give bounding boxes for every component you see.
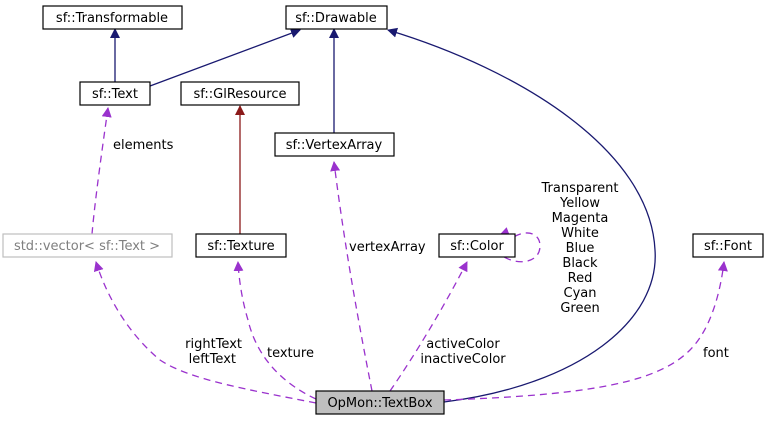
edge-textbox-to-drawable	[387, 27, 656, 403]
label-black: Black	[562, 256, 598, 271]
edge-color-self	[503, 232, 541, 263]
label-red: Red	[568, 271, 593, 286]
node-glresource[interactable]: sf::GlResource	[180, 81, 300, 106]
node-textbox[interactable]: OpMon::TextBox	[315, 390, 445, 415]
label-font: font	[703, 346, 729, 361]
label-blue: Blue	[566, 241, 595, 256]
node-font[interactable]: sf::Font	[692, 233, 764, 258]
node-drawable-label: sf::Drawable	[295, 11, 376, 26]
node-transformable[interactable]: sf::Transformable	[42, 5, 183, 30]
edge-textbox-to-font	[443, 261, 728, 401]
edge-textbox-to-vertexarray	[330, 161, 373, 392]
node-vertexarray[interactable]: sf::VertexArray	[274, 132, 395, 157]
label-green: Green	[560, 301, 599, 316]
node-vertexarray-label: sf::VertexArray	[286, 138, 383, 153]
edge-text-to-drawable	[149, 28, 301, 87]
node-color[interactable]: sf::Color	[438, 233, 516, 258]
node-drawable[interactable]: sf::Drawable	[285, 5, 388, 30]
label-vertexarray: vertexArray	[349, 240, 426, 255]
node-texture-label: sf::Texture	[207, 239, 274, 254]
label-magenta: Magenta	[552, 211, 609, 226]
node-text[interactable]: sf::Text	[79, 81, 151, 106]
label-yellow: Yellow	[559, 196, 600, 211]
node-vector[interactable]: std::vector< sf::Text >	[2, 233, 173, 258]
node-texture[interactable]: sf::Texture	[195, 233, 287, 258]
edge-textbox-to-color	[389, 261, 468, 392]
label-righttext: rightText	[185, 337, 242, 352]
node-transformable-label: sf::Transformable	[56, 11, 168, 26]
label-white: White	[561, 226, 599, 241]
node-glresource-label: sf::GlResource	[194, 87, 287, 102]
node-vector-label: std::vector< sf::Text >	[14, 239, 160, 254]
label-inactivecolor: inactiveColor	[420, 352, 506, 367]
node-font-label: sf::Font	[704, 239, 752, 254]
node-text-label: sf::Text	[92, 87, 138, 102]
label-activecolor: activeColor	[426, 337, 500, 352]
label-texture: texture	[267, 346, 314, 361]
edge-vector-to-text	[91, 107, 112, 235]
label-elements: elements	[113, 138, 174, 153]
label-lefttext: leftText	[189, 352, 236, 367]
node-textbox-label: OpMon::TextBox	[327, 396, 432, 411]
edge-textbox-to-texture	[233, 261, 317, 400]
node-color-label: sf::Color	[450, 239, 504, 254]
label-transparent: Transparent	[541, 181, 619, 196]
edge-textbox-to-vector	[93, 261, 317, 404]
color-self-labels: Transparent Yellow Magenta White Blue Bl…	[541, 181, 619, 316]
label-cyan: Cyan	[564, 286, 597, 301]
